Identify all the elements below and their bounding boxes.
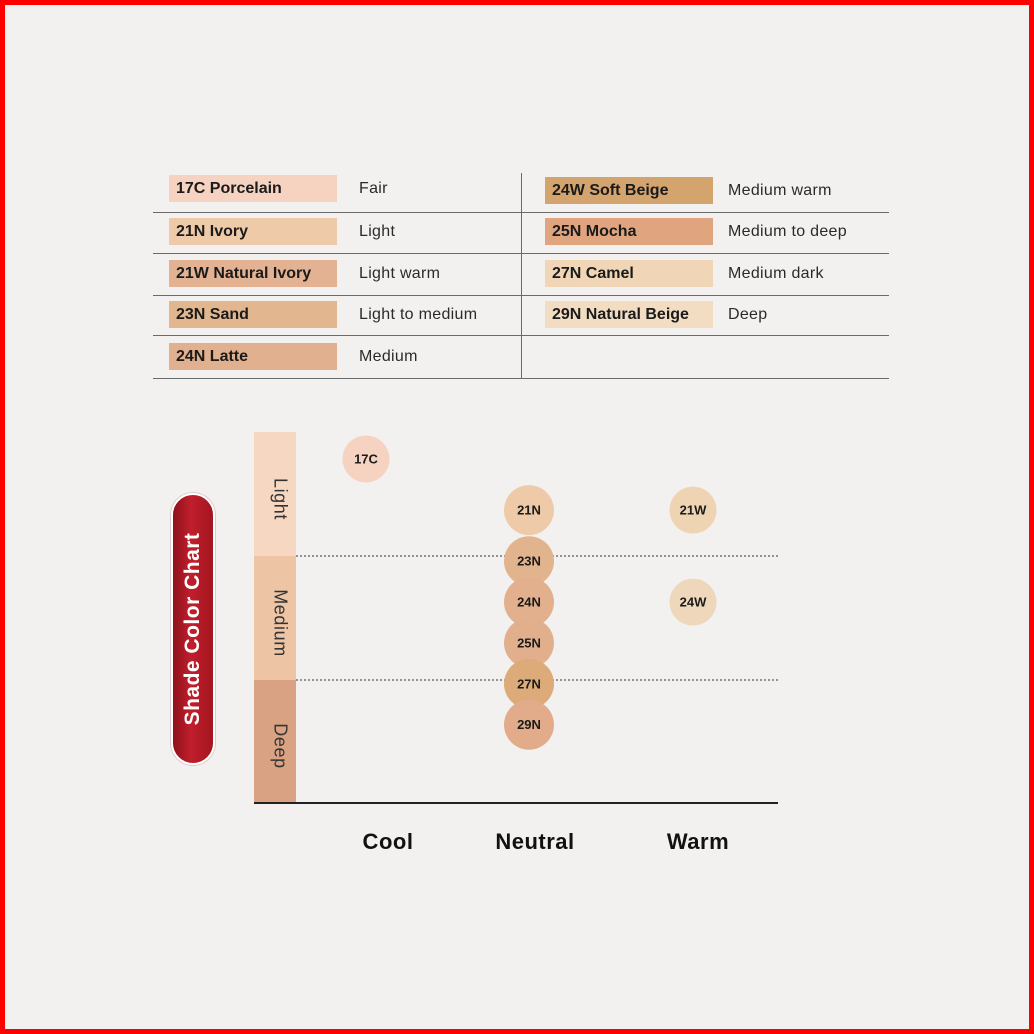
shade-swatch: 27N Camel	[545, 260, 713, 287]
shade-swatch: 21N Ivory	[169, 218, 337, 245]
shade-point-24w	[669, 578, 717, 626]
shade-point-17c	[342, 435, 390, 483]
shade-chart: 17C 21N 21W 23N 24N 24W 25N 27N 29N	[254, 432, 778, 804]
shade-row: 21W Natural Ivory Light warm	[153, 256, 513, 297]
depth-band-medium	[254, 556, 296, 680]
shade-swatch: 17C Porcelain	[169, 175, 337, 202]
shade-point-25n	[504, 617, 554, 668]
shade-swatch: 23N Sand	[169, 301, 337, 328]
shade-point-21w	[669, 486, 717, 534]
band-label-deep: Deep	[270, 723, 291, 769]
shade-row: 17C Porcelain Fair	[153, 171, 513, 212]
shade-description: Deep	[728, 306, 768, 323]
shade-swatch: 21W Natural Ivory	[169, 260, 337, 287]
shade-point-label: 21W	[680, 503, 707, 518]
shade-row: 27N Camel Medium dark	[527, 256, 887, 297]
shade-point-label: 25N	[517, 635, 541, 650]
shade-point-label: 24N	[517, 595, 541, 610]
x-label-warm: Warm	[666, 829, 730, 854]
shade-point-label: 27N	[517, 676, 541, 691]
shade-description: Medium dark	[728, 265, 824, 282]
shade-point-29n	[504, 699, 554, 750]
depth-band-light	[254, 432, 296, 556]
shade-swatch: 24N Latte	[169, 343, 337, 370]
shade-row: 29N Natural Beige Deep	[527, 297, 887, 338]
band-label-light: Light	[270, 477, 291, 521]
table-column-divider	[521, 173, 522, 379]
shade-point-21n	[504, 485, 554, 536]
chart-title-pill	[171, 493, 215, 765]
shade-point-24n	[504, 577, 554, 628]
shade-row: 23N Sand Light to medium	[153, 297, 513, 338]
shade-swatch: 24W Soft Beige	[545, 177, 713, 204]
shade-row: 25N Mocha Medium to deep	[527, 214, 887, 255]
shade-point-label: 23N	[517, 554, 541, 569]
shade-description: Fair	[359, 180, 388, 197]
shade-row: 21N Ivory Light	[153, 214, 513, 255]
shade-row: 24W Soft Beige Medium warm	[527, 173, 887, 214]
shade-description: Light	[359, 223, 396, 240]
band-label-medium: Medium	[270, 589, 291, 657]
shade-point-label: 21N	[517, 503, 541, 518]
shade-swatch: 29N Natural Beige	[545, 301, 713, 328]
depth-band-deep	[254, 680, 296, 804]
shade-point-label: 17C	[354, 452, 378, 467]
shade-description: Medium warm	[728, 182, 832, 199]
shade-swatch: 25N Mocha	[545, 218, 713, 245]
shade-point-23n	[504, 536, 554, 587]
shade-point-label: 29N	[517, 717, 541, 732]
x-label-neutral: Neutral	[495, 829, 575, 854]
shade-table: 17C Porcelain Fair 21N Ivory Light 21W N…	[153, 171, 889, 379]
shade-row: 24N Latte Medium	[153, 339, 513, 380]
shade-description: Light warm	[359, 265, 441, 282]
shade-point-label: 24W	[680, 595, 707, 610]
shade-description: Medium to deep	[728, 223, 847, 240]
shade-description: Medium	[359, 348, 418, 365]
shade-point-27n	[504, 658, 554, 709]
shade-description: Light to medium	[359, 306, 478, 323]
x-label-cool: Cool	[362, 829, 414, 854]
